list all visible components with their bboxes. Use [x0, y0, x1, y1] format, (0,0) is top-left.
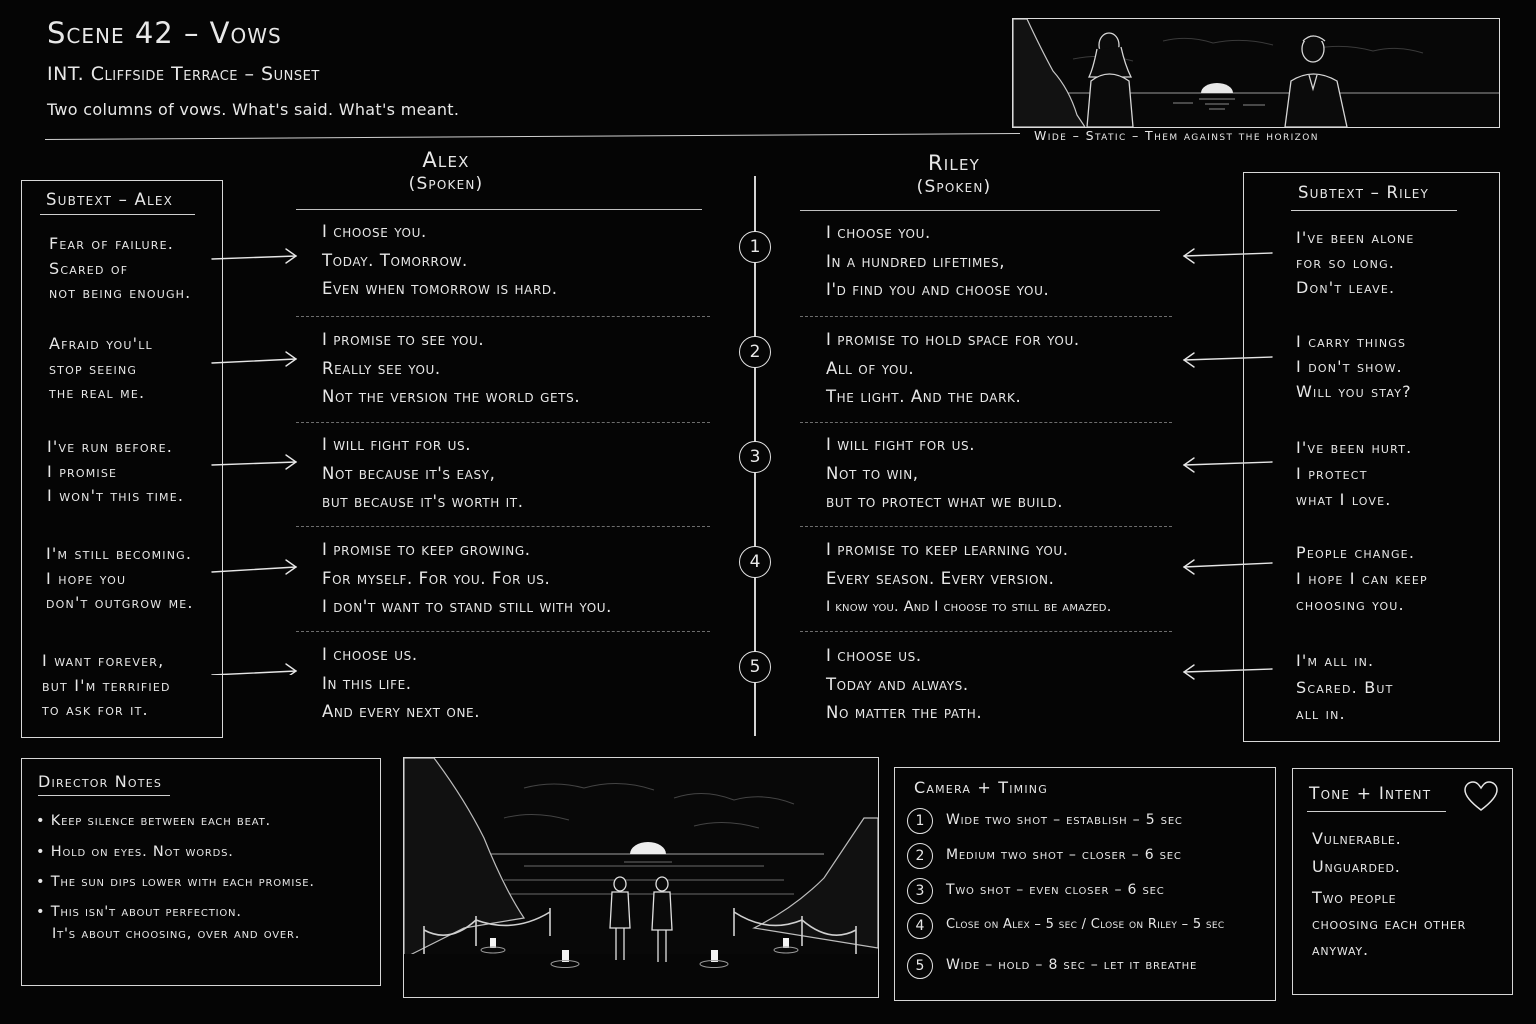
tone-line: Two people — [1312, 888, 1397, 907]
arrow-right-icon — [211, 663, 298, 675]
arrow-left-icon — [1182, 559, 1273, 575]
beat-separator — [800, 526, 1172, 527]
director-notes-title: Director Notes — [38, 772, 163, 791]
scene-illustration — [403, 757, 879, 998]
director-note-item: • The sun dips lower with each promise. — [36, 874, 315, 890]
beat-separator — [296, 631, 710, 632]
shot-description: Two shot – even closer – 6 sec — [946, 882, 1165, 898]
shot-description: Close on Alex – 5 sec / Close on Riley –… — [946, 917, 1225, 932]
alex-vow-5: I choose us.In this life.And every next … — [322, 645, 481, 721]
tone-line: choosing each other — [1312, 914, 1467, 933]
beat-separator — [296, 526, 710, 527]
tone-line: Vulnerable. — [1312, 829, 1402, 848]
subtext-riley-panel — [1243, 172, 1500, 742]
scene-slugline: INT. Cliffside Terrace – Sunset — [47, 63, 320, 85]
director-notes-panel — [21, 758, 381, 986]
beat-number-4: 4 — [739, 546, 771, 578]
subtext-alex-underline — [40, 214, 195, 215]
shot-description: Medium two shot – closer – 6 sec — [946, 847, 1182, 863]
beat-number-5: 5 — [739, 651, 771, 683]
director-note-item: • Hold on eyes. Not words. — [36, 844, 234, 860]
establishing-shot-thumbnail — [1012, 18, 1500, 128]
director-note-item: • Keep silence between each beat. — [36, 813, 271, 829]
alex-vow-4: I promise to keep growing.For myself. Fo… — [322, 540, 613, 616]
tone-line: Unguarded. — [1312, 857, 1401, 876]
director-notes-underline — [38, 795, 170, 796]
shot-number-4: 4 — [907, 913, 933, 939]
arrow-left-icon — [1182, 664, 1273, 680]
alex-vow-2: I promise to see you.Really see you.Not … — [322, 330, 581, 406]
shot-number-2: 2 — [907, 843, 933, 869]
terrace-sunset-sketch — [404, 758, 878, 997]
shot-number-1: 1 — [907, 808, 933, 834]
beat-separator — [296, 422, 710, 423]
director-note-item: • This isn't about perfection. It's abou… — [36, 904, 301, 942]
beat-separator — [800, 631, 1172, 632]
subtext-riley-underline — [1291, 210, 1457, 211]
arrow-left-icon — [1182, 457, 1273, 473]
tone-line: anyway. — [1312, 940, 1369, 959]
alex-header-rule — [296, 209, 702, 210]
riley-vow-5: I choose us.Today and always.No matter t… — [826, 646, 983, 722]
subtext-alex-panel — [21, 180, 223, 738]
beat-number-3: 3 — [739, 441, 771, 473]
subtext-riley-title: Subtext – Riley — [1298, 183, 1430, 202]
scene-title: Scene 42 – Vows — [47, 16, 282, 50]
header-rule — [45, 133, 1020, 140]
subtext-alex-arrows — [211, 248, 298, 675]
camera-timing-title: Camera + Timing — [914, 778, 1048, 797]
riley-vow-1: I choose you.In a hundred lifetimes,I'd … — [826, 223, 1050, 299]
beat-separator — [296, 316, 710, 317]
shot-number-3: 3 — [907, 878, 933, 904]
heart-icon — [1464, 781, 1498, 811]
alex-vow-1: I choose you.Today. Tomorrow.Even when t… — [322, 222, 558, 298]
beat-separator — [800, 422, 1172, 423]
arrow-left-icon — [1182, 352, 1273, 368]
riley-vow-4: I promise to keep learning you.Every sea… — [826, 540, 1112, 615]
arrow-right-icon — [211, 559, 298, 575]
riley-vow-2: I promise to hold space for you.All of y… — [826, 330, 1080, 406]
arrow-right-icon — [211, 248, 298, 264]
arrow-right-icon — [211, 454, 298, 470]
scene-tagline: Two columns of vows. What's said. What's… — [47, 100, 460, 119]
riley-vow-3: I will fight for us.Not to win,but to pr… — [826, 435, 1064, 511]
beat-number-2: 2 — [739, 336, 771, 368]
arrow-left-icon — [1182, 248, 1273, 264]
arrow-right-icon — [211, 351, 298, 367]
beat-separator — [800, 316, 1172, 317]
alex-vow-3: I will fight for us.Not because it's eas… — [322, 435, 524, 511]
camera-timing-panel — [894, 767, 1276, 1001]
shot-description: Wide two shot – establish – 5 sec — [946, 812, 1183, 828]
tone-intent-underline — [1307, 811, 1446, 812]
shot-description: Wide – hold – 8 sec – let it breathe — [946, 957, 1198, 973]
alex-column-header: Alex (Spoken) — [408, 148, 484, 194]
shot-number-5: 5 — [907, 953, 933, 979]
subtext-alex-title: Subtext – Alex — [46, 190, 174, 209]
establishing-shot-sketch — [1013, 19, 1499, 127]
subtext-riley-arrows — [1182, 248, 1273, 680]
riley-header-rule — [800, 210, 1160, 211]
riley-column-header: Riley (Spoken) — [916, 151, 992, 197]
beat-number-1: 1 — [739, 231, 771, 263]
tone-intent-title: Tone + Intent — [1309, 784, 1432, 804]
establishing-shot-caption: Wide – Static – Them against the horizon — [1034, 128, 1319, 143]
tone-intent-panel — [1292, 768, 1513, 995]
